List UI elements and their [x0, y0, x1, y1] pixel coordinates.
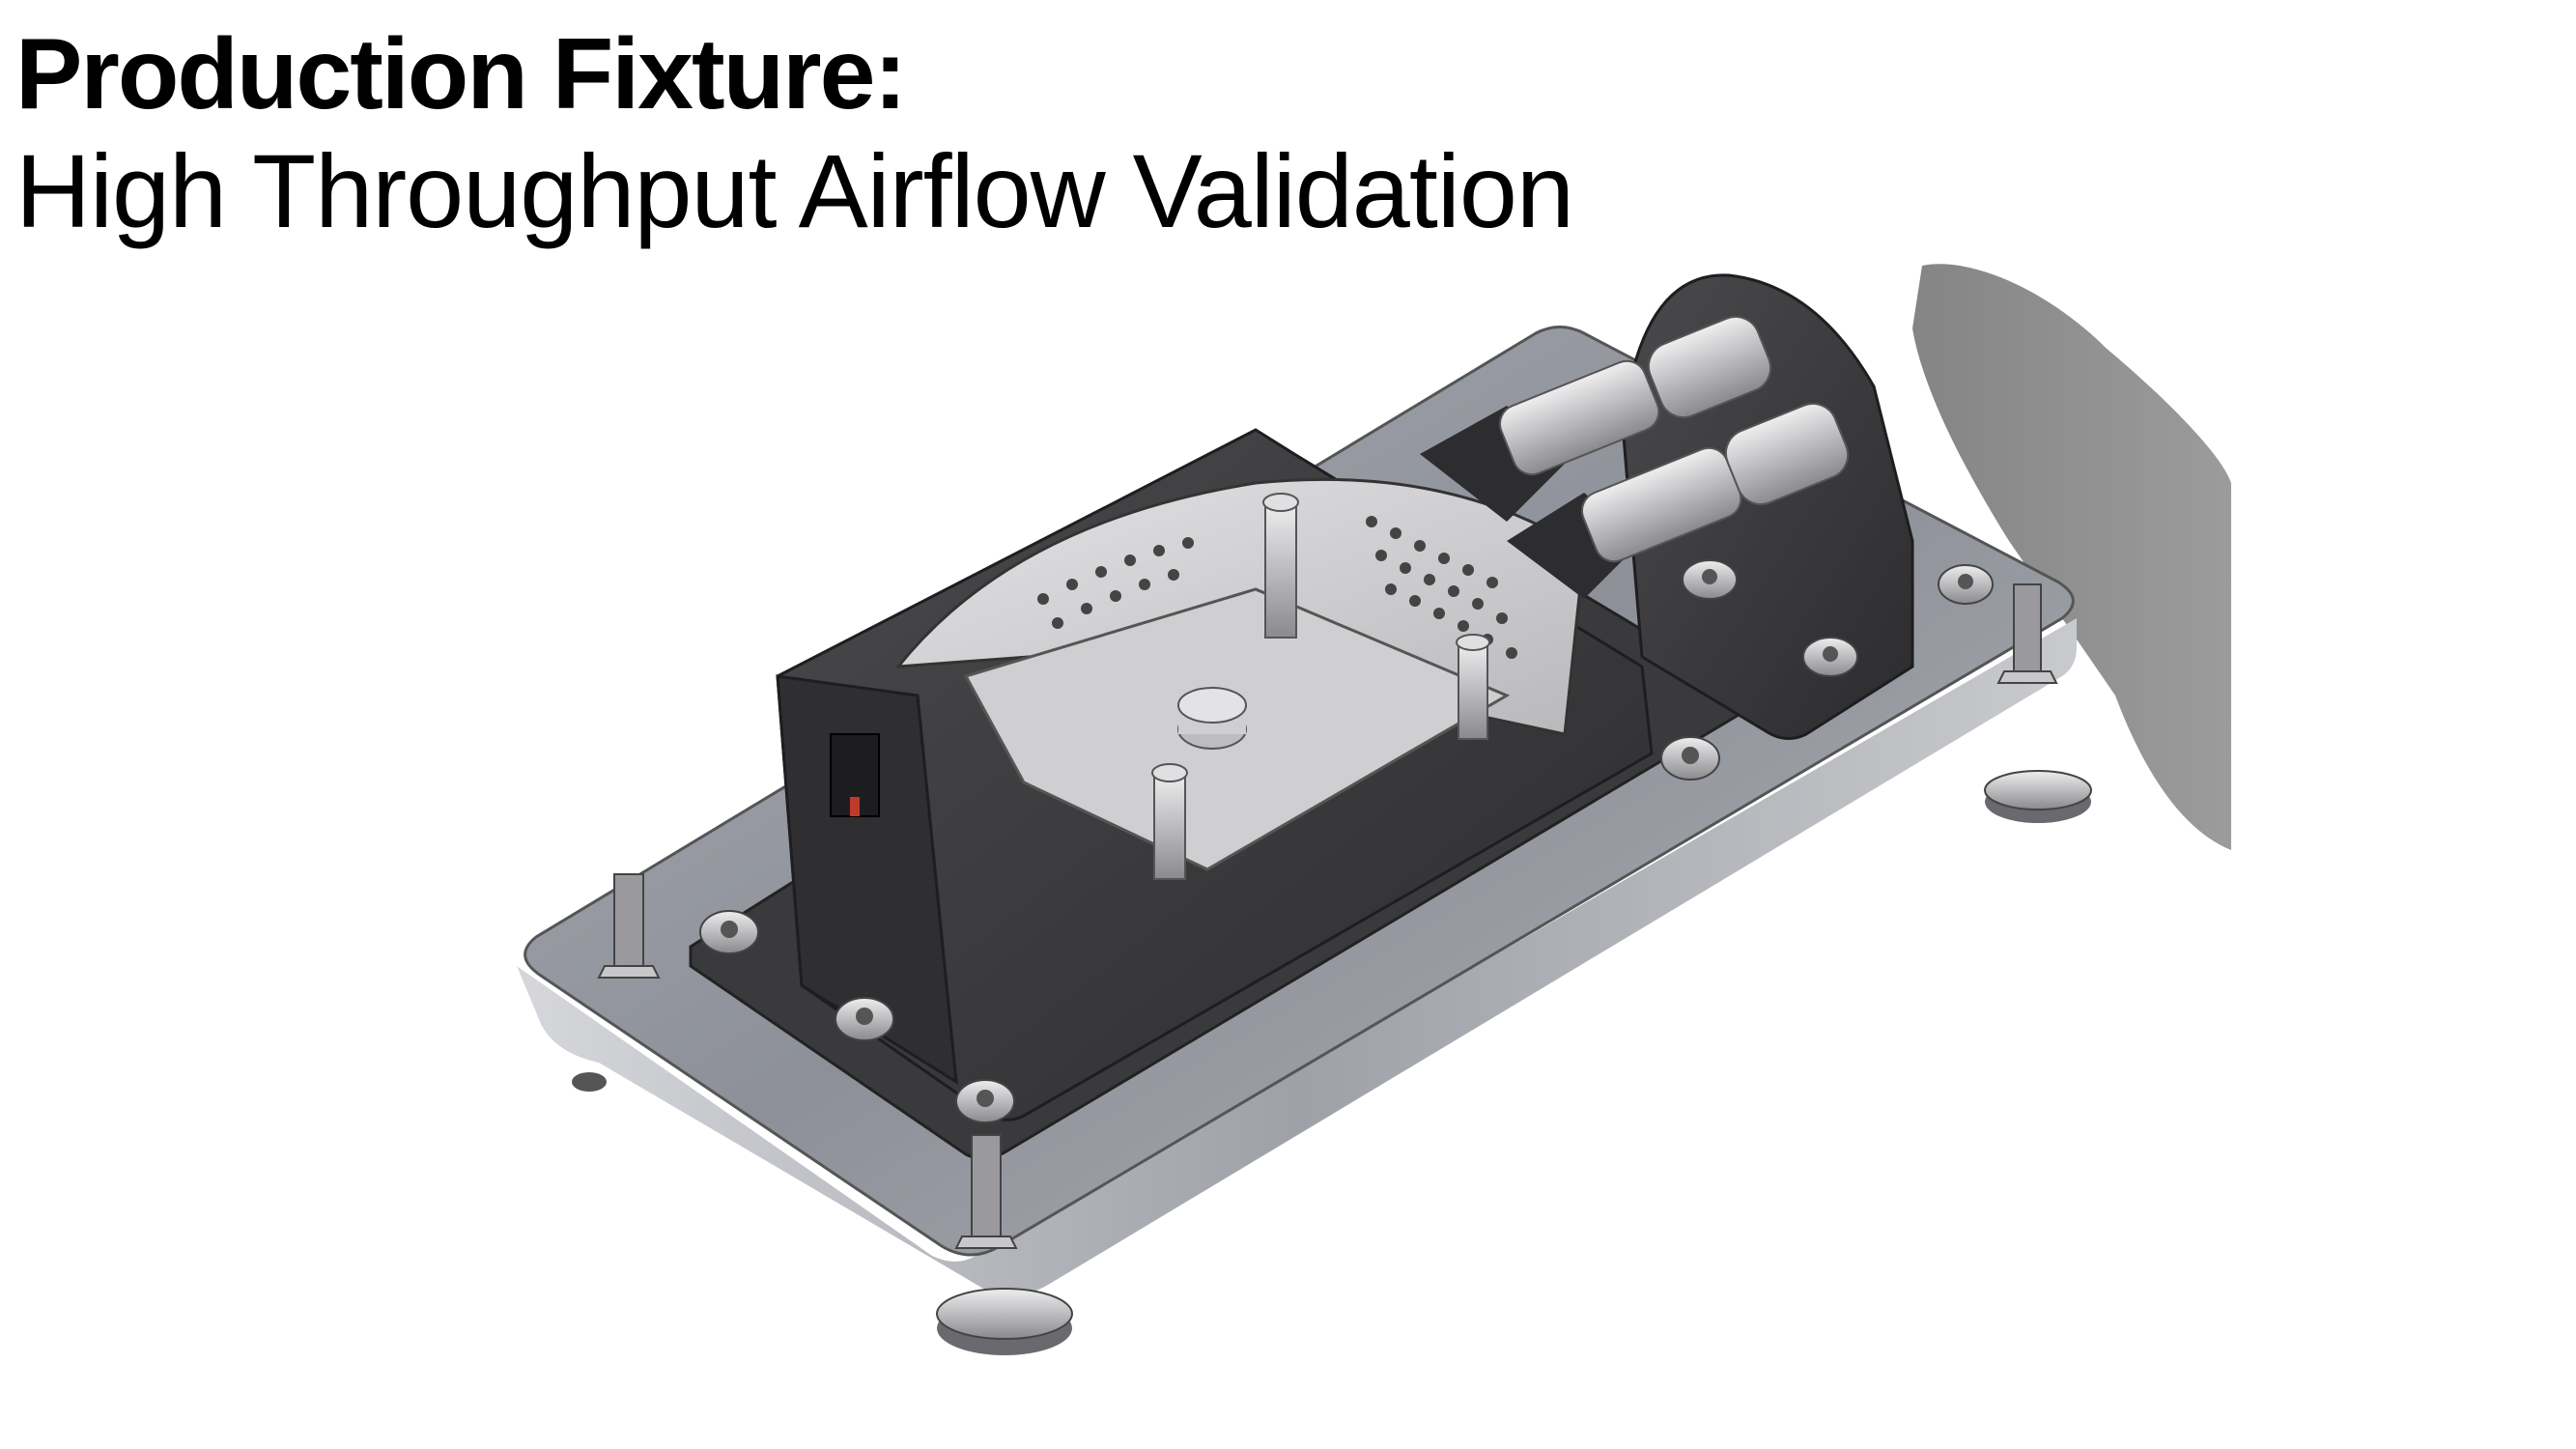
perforation-holes: [1037, 516, 1517, 659]
slide-title: Production Fixture:: [15, 18, 907, 130]
housing-front: [776, 674, 958, 1085]
cast-shadow: [1912, 264, 2231, 851]
slide-subtitle: High Throughput Airflow Validation: [15, 132, 1574, 249]
title-block: Production Fixture: High Throughput Airf…: [15, 17, 1574, 251]
cap-screw-sockets: [721, 569, 1973, 1107]
sensor-module: [830, 733, 880, 817]
feet: [572, 770, 2092, 1355]
airflow-nozzles: [1420, 315, 1850, 599]
threaded-standoffs: [597, 583, 2058, 1249]
inner-posts: [1151, 493, 1490, 880]
